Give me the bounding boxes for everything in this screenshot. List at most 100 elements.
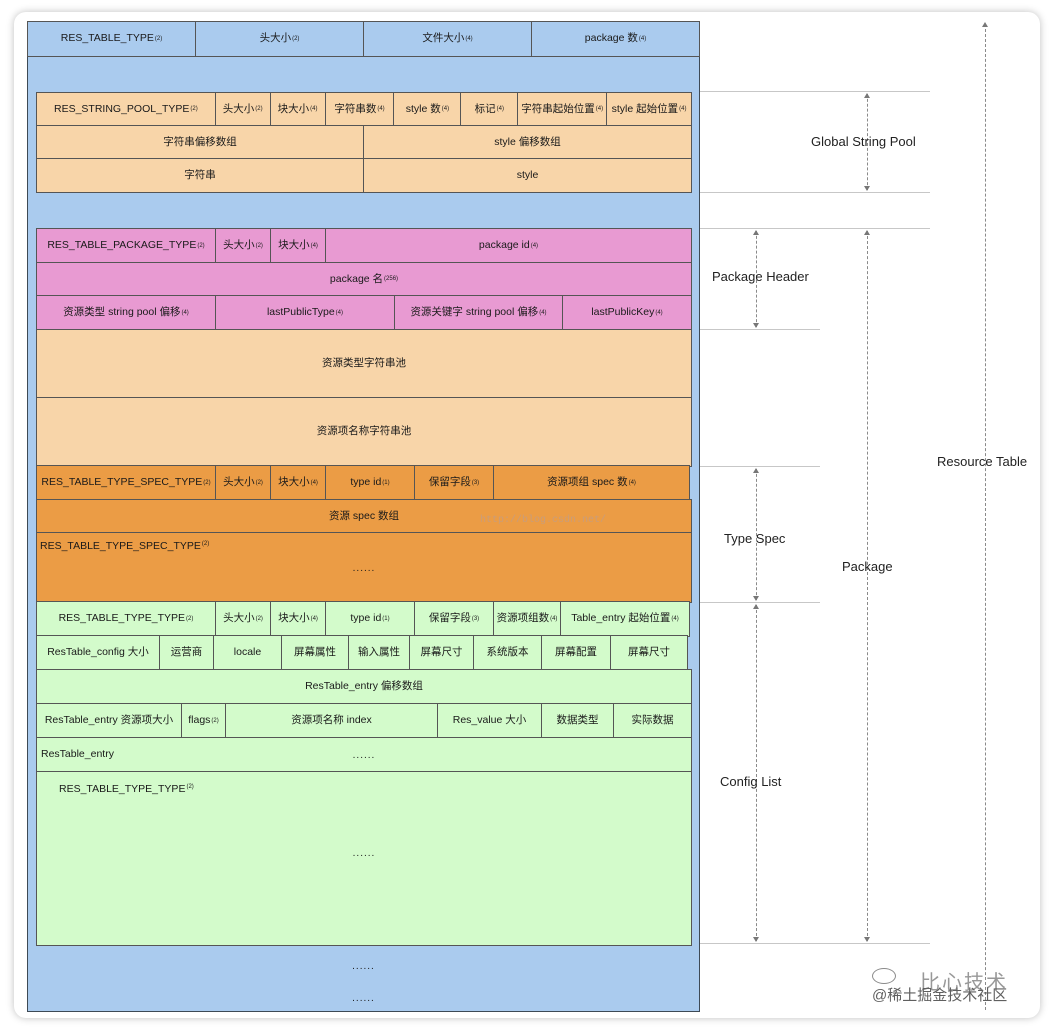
size-note: (2) — [197, 242, 205, 249]
arrow-up-icon — [753, 468, 759, 473]
package-name-row: package 名(256) — [36, 262, 692, 297]
config-field-cell: RES_TABLE_TYPE_TYPE(2) — [36, 601, 216, 637]
config-field-cell-label: type id — [350, 612, 382, 625]
header-cell-file-size: 文件大小(4) — [363, 21, 532, 57]
config-field-cell-label: 头大小 — [223, 612, 255, 625]
entry-field-cell: 资源项名称 index — [225, 703, 438, 739]
arrow-up-icon — [864, 93, 870, 98]
size-note: (4) — [310, 106, 318, 113]
entry-field-cell-label: Res_value 大小 — [452, 714, 527, 727]
config-field-cell: 资源项组数(4) — [493, 601, 561, 637]
config-attribute-cell-label: 输入属性 — [358, 646, 400, 659]
package-offset-field-cell-label: lastPublicType — [266, 306, 335, 319]
wechat-icon — [872, 968, 896, 984]
size-note: (4) — [310, 479, 318, 486]
resource-table-header: RES_TABLE_TYPE(2) 头大小(2) 文件大小(4) package… — [27, 21, 700, 57]
config-field-cell: 头大小(2) — [215, 601, 271, 637]
bracket-line — [700, 329, 820, 330]
package-name-label: package 名 — [329, 272, 384, 285]
size-note: (4) — [465, 35, 473, 42]
entry-field-cell: ResTable_entry 资源项大小 — [36, 703, 182, 739]
type-spec-field-cell: 保留字段(3) — [414, 465, 494, 501]
config-field-cell: type id(1) — [325, 601, 415, 637]
ellipsis: ...... — [352, 848, 376, 859]
arrow-down-icon — [864, 937, 870, 942]
arrow-down-icon — [753, 937, 759, 942]
string-pool-field-cell: style 起始位置(4) — [606, 92, 693, 127]
size-note: (4) — [679, 106, 687, 113]
size-note: (4) — [530, 242, 539, 249]
size-note: (4) — [181, 309, 189, 316]
arrow-up-icon — [753, 230, 759, 235]
string-pool-field-cell: style 数(4) — [393, 92, 462, 127]
type-spec-field-cell: 头大小(2) — [215, 465, 271, 501]
size-note: (3) — [471, 479, 480, 486]
size-note: (4) — [638, 35, 647, 42]
size-note: (1) — [382, 615, 390, 622]
size-note: (2) — [211, 717, 219, 724]
size-note: (2) — [255, 106, 263, 113]
package-offset-field-cell: lastPublicType(4) — [215, 295, 395, 331]
package-offset-field-cell: 资源关键字 string pool 偏移(4) — [394, 295, 563, 331]
package-header-field-cell: package id(4) — [325, 228, 692, 264]
config-field-cell-label: 保留字段 — [428, 612, 471, 625]
config-attribute-cell: 屏幕尺寸 — [610, 635, 688, 671]
type-spec-field-cell: type id(1) — [325, 465, 415, 501]
watermark-sub: @稀土掘金技术社区 — [872, 987, 1008, 1004]
string-pool-field-cell: RES_STRING_POOL_TYPE(2) — [36, 92, 216, 127]
package-offsets-row: 资源类型 string pool 偏移(4)lastPublicType(4)资… — [36, 295, 692, 331]
ellipsis: ...... — [352, 993, 375, 1004]
arrow-down-icon — [753, 596, 759, 601]
size-note: (2) — [292, 35, 300, 42]
size-note: (4) — [310, 615, 318, 622]
styles-cell: style — [363, 158, 692, 193]
bracket-line — [700, 602, 820, 603]
config-attribute-cell-label: 运营商 — [170, 646, 203, 659]
size-note: (2) — [255, 242, 263, 249]
resource-table-span — [985, 24, 986, 1010]
string-pool-field-cell-label: 头大小 — [222, 102, 255, 115]
entry-repeat-label: ResTable_entry — [41, 748, 114, 761]
config-attribute-cell: 输入属性 — [348, 635, 410, 671]
config-attribute-cell: 屏幕尺寸 — [409, 635, 474, 671]
watermark-title: 比心技术 — [920, 972, 1008, 994]
entry-field-cell: 实际数据 — [613, 703, 692, 739]
size-note: (1) — [382, 479, 390, 486]
package-offset-field-cell-label: lastPublicKey — [591, 306, 655, 319]
config-field-cell: 块大小(4) — [270, 601, 326, 637]
string-pool-field-cell-label: 块大小 — [277, 102, 310, 115]
key-string-pool-row: 资源项名称字符串池 — [36, 397, 692, 467]
package-offset-field-cell-label: 资源关键字 string pool 偏移 — [410, 306, 539, 319]
package-name-cell: package 名(256) — [36, 262, 692, 297]
type-more-row: RES_TABLE_TYPE_TYPE(2) ...... — [36, 771, 692, 946]
type-spec-more-cell: RES_TABLE_TYPE_SPEC_TYPE(2) ...... — [36, 532, 692, 603]
package-offset-field-cell-label: 资源类型 string pool 偏移 — [63, 306, 181, 319]
header-file-size-label: 文件大小 — [422, 32, 465, 45]
entry-field-cell-label: ResTable_entry 资源项大小 — [44, 714, 174, 727]
config-header-row: RES_TABLE_TYPE_TYPE(2)头大小(2)块大小(4)type i… — [36, 601, 692, 637]
package-header-field-cell-label: 块大小 — [278, 239, 310, 252]
faint-watermark-url: http://blog.csdn.net/ — [480, 515, 607, 526]
package-header-label: Package Header — [712, 269, 809, 284]
type-spec-field-cell: 块大小(4) — [270, 465, 326, 501]
strings-cell: 字符串 — [36, 158, 364, 193]
package-header-field-cell: 头大小(2) — [215, 228, 271, 264]
package-header-span — [756, 231, 757, 327]
size-note: (4) — [377, 106, 385, 113]
size-note: (4) — [539, 309, 547, 316]
header-cell-type: RES_TABLE_TYPE(2) — [27, 21, 196, 57]
string-pool-header-row: RES_STRING_POOL_TYPE(2)头大小(2)块大小(4)字符串数(… — [36, 92, 693, 127]
string-pool-field-cell: 块大小(4) — [269, 92, 326, 127]
style-offset-array-cell: style 偏移数组 — [363, 125, 692, 160]
type-spec-repeat-label: RES_TABLE_TYPE_SPEC_TYPE — [40, 540, 201, 552]
size-note: (2) — [186, 615, 194, 622]
package-header-field-cell-label: package id — [478, 239, 530, 252]
string-pool-offset-row: 字符串偏移数组 style 偏移数组 — [36, 125, 692, 160]
entry-field-cell-label: 数据类型 — [556, 714, 599, 727]
bracket-line — [700, 466, 820, 467]
config-field-cell: Table_entry 起始位置(4) — [560, 601, 690, 637]
entry-field-cell: 数据类型 — [541, 703, 614, 739]
config-attribute-cell: 屏幕配置 — [541, 635, 611, 671]
entry-field-cell: flags(2) — [181, 703, 226, 739]
package-header-field-cell-label: RES_TABLE_PACKAGE_TYPE — [47, 239, 197, 252]
